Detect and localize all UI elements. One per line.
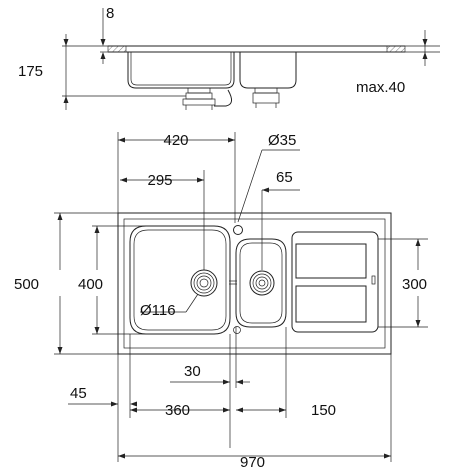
dim-bowl-width-360: 360 — [165, 402, 190, 419]
dim-bowl-width-295: 295 — [147, 172, 172, 189]
drainer-board — [291, 231, 379, 333]
sink-outline — [117, 212, 392, 355]
dim-overall-width: 970 — [240, 454, 265, 470]
side-small-waste — [252, 87, 280, 108]
side-main-bowl — [127, 52, 235, 89]
small-bowl — [235, 238, 287, 328]
dim-bowl-offset-420: 420 — [163, 132, 188, 149]
dim-bowl-depth: 400 — [78, 276, 103, 293]
dim-depth: 175 — [18, 63, 43, 80]
worktop-right-section — [386, 45, 406, 53]
dim-tap-hole: Ø35 — [268, 132, 296, 149]
main-drain — [190, 269, 218, 297]
side-waste-fitting — [182, 87, 232, 110]
overflow-mark — [229, 280, 237, 285]
worktop-left-section — [107, 45, 127, 53]
small-drain — [249, 270, 275, 296]
dim-top-thickness: 8 — [106, 5, 114, 22]
plan-view: 420 Ø35 295 65 500 400 — [14, 132, 428, 470]
lower-hole — [233, 326, 241, 334]
side-view: 8 175 max.40 — [18, 5, 440, 110]
dim-gap: 30 — [184, 363, 201, 380]
main-bowl — [129, 225, 231, 335]
dim-small-bowl-depth: 300 — [402, 276, 427, 293]
tap-hole — [233, 225, 243, 235]
dim-edge-offset: 45 — [70, 385, 87, 402]
side-small-bowl — [239, 52, 297, 89]
dim-overall-depth: 500 — [14, 276, 39, 293]
dim-drainer-offset: 150 — [311, 402, 336, 419]
dim-drain-diameter: Ø116 — [140, 302, 176, 319]
dim-max-depth: max.40 — [356, 79, 405, 96]
dim-small-bowl: 65 — [276, 169, 293, 186]
